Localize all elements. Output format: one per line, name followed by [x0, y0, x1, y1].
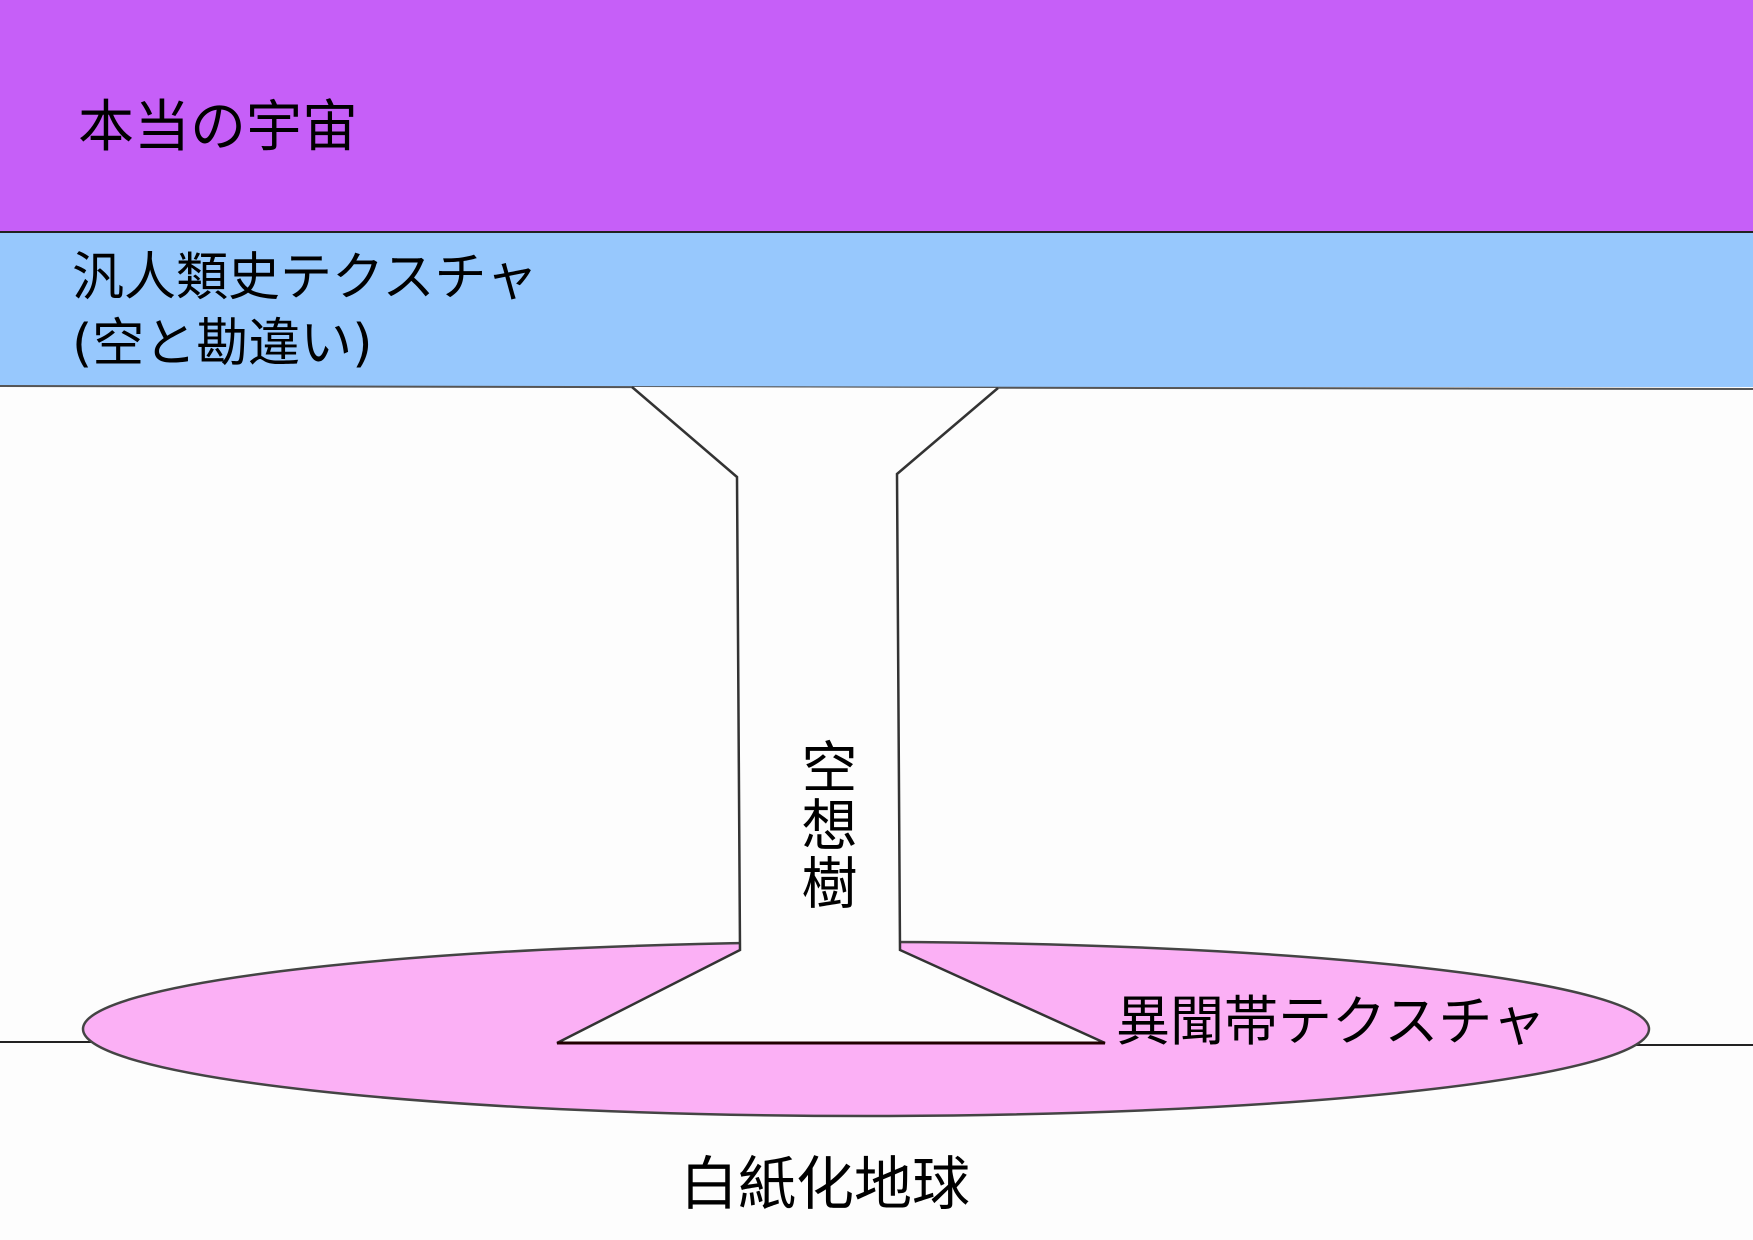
bleached-earth-label: 白紙化地球: [680, 1150, 971, 1218]
pan-human-texture-band: [0, 233, 1753, 387]
true-universe-label: 本当の宇宙: [78, 95, 358, 160]
true-universe-band: [0, 0, 1753, 233]
fantasy-tree-label: 空想樹: [792, 738, 857, 912]
fantasy-tree-shape: [557, 387, 1105, 1043]
pan-human-texture-label: 汎人類史テクスチャ: [72, 248, 538, 308]
lostbelt-texture-label: 異聞帯テクスチャ: [1116, 990, 1546, 1053]
sky-boundary-line: [0, 385, 1753, 390]
pan-human-texture-note: (空と勘違い): [72, 314, 373, 374]
